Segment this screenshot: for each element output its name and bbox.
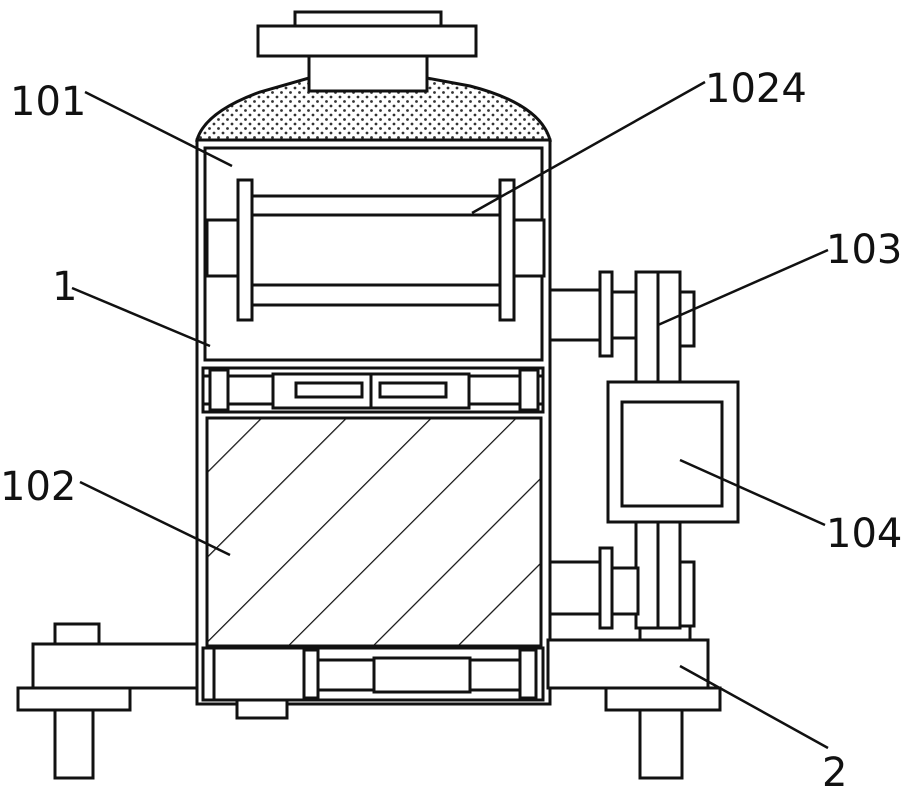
dome-fill xyxy=(195,76,552,142)
label-104: 104 xyxy=(826,511,902,557)
leader-lines xyxy=(71,80,829,750)
middle-connector xyxy=(201,366,545,414)
roller-assembly xyxy=(205,178,546,322)
label-2: 2 xyxy=(822,750,847,792)
label-101: 101 xyxy=(10,79,86,125)
label-103: 103 xyxy=(826,227,902,273)
top-cap xyxy=(256,10,478,93)
lower-pipe xyxy=(548,546,696,630)
upper-chamber xyxy=(203,146,544,362)
upper-pipe xyxy=(548,270,696,358)
base-frame xyxy=(16,620,722,780)
label-102: 102 xyxy=(0,464,76,510)
motor-box xyxy=(606,380,740,524)
main-body xyxy=(195,138,552,706)
bottom-connector xyxy=(201,646,545,720)
lower-chamber xyxy=(205,416,543,648)
label-1024: 1024 xyxy=(705,66,807,112)
label-1: 1 xyxy=(52,264,77,310)
